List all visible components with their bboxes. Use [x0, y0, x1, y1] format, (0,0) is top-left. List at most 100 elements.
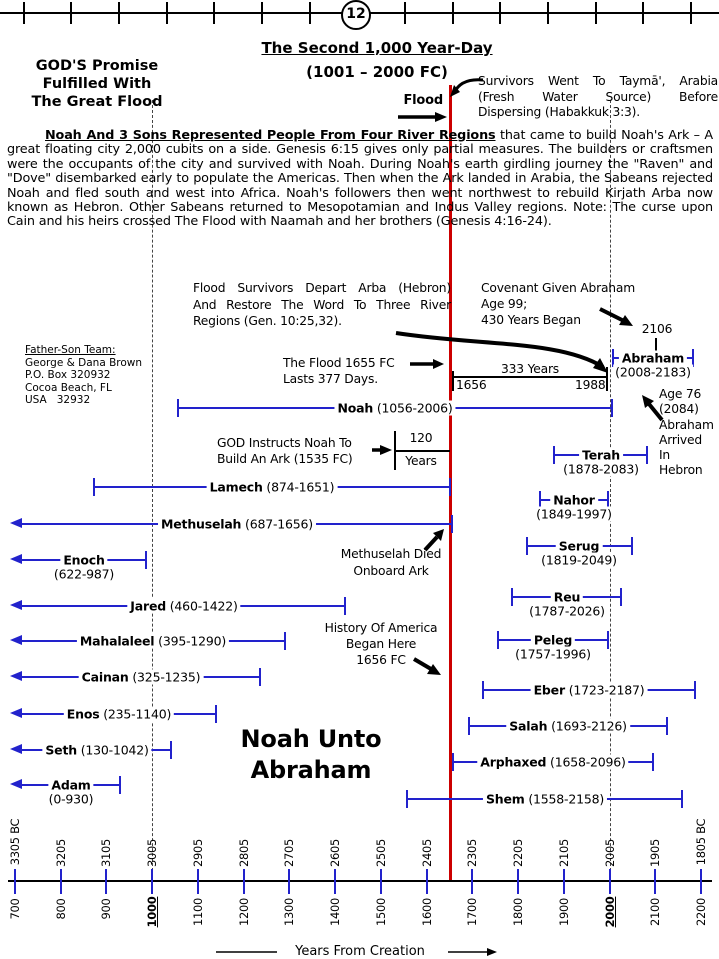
- span-120-line: [394, 450, 450, 452]
- left-title-line: GOD'S Promise: [35, 58, 159, 74]
- year-2106-line-0: 2106: [641, 322, 673, 336]
- bar-left-arrow-enoch: [10, 554, 22, 564]
- axis-bc-label: 2505: [374, 838, 388, 868]
- bar-start-tick-arphaxed: [452, 753, 454, 771]
- bar-end-tick-enoch: [145, 551, 147, 569]
- span-333-line: [452, 376, 608, 378]
- axis-bc-label: 3205: [54, 838, 68, 868]
- day-line-2000fc: [610, 100, 611, 881]
- label-333-years-line-0: 333 Years: [500, 362, 560, 376]
- ruler-tick: [261, 2, 263, 24]
- page-subtitle: (1001 – 2000 FC): [306, 63, 448, 81]
- person-name-jared: Jared: [130, 598, 166, 614]
- bar-left-arrow-cainan: [10, 671, 22, 681]
- axis-tick: [654, 869, 656, 894]
- person-cainan: Cainan (325-1235): [78, 669, 204, 685]
- person-years-terah: (1878-2083): [561, 461, 641, 477]
- bar-end-tick-abraham: [692, 349, 694, 367]
- bar-end-tick-peleg: [607, 631, 609, 649]
- bar-end-tick-mahalaleel: [284, 632, 286, 650]
- label-120-line-0: 120: [409, 431, 433, 445]
- flood-label: Flood: [403, 93, 443, 109]
- person-methuselah: Methuselah (687-1656): [158, 516, 316, 532]
- page-title: The Second 1,000 Year-Day: [261, 39, 493, 57]
- bar-start-tick-terah: [553, 446, 555, 464]
- ruler-tick: [642, 2, 644, 24]
- person-nahor: Nahor: [550, 492, 598, 508]
- person-name-shem: Shem: [485, 791, 525, 807]
- address-line-1: George & Dana Brown: [25, 356, 143, 369]
- axis-bc-label: 1805 BC: [694, 818, 708, 866]
- covenant-note-line-1: Age 99;: [481, 297, 528, 311]
- person-name-methuselah: Methuselah: [161, 516, 242, 532]
- age-76-note-line-1: (2084): [659, 402, 699, 417]
- bar-left-arrow-methuselah: [10, 518, 22, 528]
- label-1988: 1988: [575, 377, 606, 393]
- person-arphaxed: Arphaxed (1658-2096): [477, 754, 629, 770]
- bar-end-tick-methuselah: [451, 515, 453, 533]
- person-enoch: Enoch: [60, 552, 108, 568]
- axis-tick: [288, 869, 290, 894]
- bar-end-tick-salah: [666, 717, 668, 735]
- bar-end-tick-jared: [344, 597, 346, 615]
- axis-tick: [517, 869, 519, 894]
- god-instructs-note-line-0: GOD Instructs Noah To: [217, 436, 352, 450]
- axis-fc-label: 1800: [511, 897, 525, 927]
- person-name-lamech: Lamech: [209, 479, 263, 495]
- left-title: GOD'S Promise Fulfilled With The Great F…: [27, 57, 167, 111]
- axis-fc-label: 1500: [374, 897, 388, 927]
- flood-survivors-note-line-1: And Restore The Word To Three River: [193, 297, 451, 312]
- bar-start-tick-reu: [511, 588, 513, 606]
- bar-start-tick-lamech: [93, 478, 95, 496]
- bar-end-tick-shem: [681, 790, 683, 808]
- history-note-line-2: 1656 FC: [356, 653, 406, 667]
- person-name-terah: Terah: [582, 447, 620, 463]
- axis-bc-label: 3105: [99, 838, 113, 868]
- big-title-line-1: Abraham: [250, 756, 372, 784]
- survivors-depart-arrow: [395, 331, 605, 369]
- age-76-note-line-4: In: [659, 448, 671, 463]
- axis-tick: [197, 869, 199, 894]
- survivors-note-line-0: Survivors Went To Taymā', Arabia: [478, 74, 718, 88]
- year-2106: 2106: [642, 321, 673, 337]
- ruler-tick: [404, 2, 406, 24]
- address-line-4: USA 32932: [25, 394, 91, 407]
- flood-label-line-0: Flood: [403, 93, 443, 108]
- axis-fc-label: 1100: [191, 897, 205, 927]
- span-333-right-tick: [606, 367, 608, 391]
- person-name-mahalaleel: Mahalaleel: [79, 633, 155, 649]
- person-years-adam: (0-930): [46, 791, 96, 807]
- bar-end-tick-adam: [119, 776, 121, 794]
- ruler-tick: [23, 2, 25, 24]
- bar-start-tick-salah: [468, 717, 470, 735]
- axis-fc-label: 2200: [694, 897, 708, 927]
- axis-fc-label: 1200: [237, 897, 251, 927]
- person-years-peleg: (1757-1996): [513, 646, 593, 662]
- bar-end-tick-cainan: [259, 668, 261, 686]
- person-enos: Enos (235-1140): [63, 706, 175, 722]
- axis-tick: [334, 869, 336, 894]
- bar-left-arrow-enos: [10, 708, 22, 718]
- label-120-years-line-0: Years: [405, 454, 437, 468]
- axis-tick: [700, 869, 702, 894]
- intro-body: that came to build Noah's Ark – A great …: [7, 128, 713, 230]
- axis-tick: [243, 869, 245, 894]
- person-name-noah: Noah: [337, 400, 374, 416]
- axis-fc-label: 900: [99, 898, 113, 920]
- axis-bc-label: 2805: [237, 838, 251, 868]
- axis-fc-label: 1600: [420, 897, 434, 927]
- person-noah: Noah (1056-2006): [334, 400, 456, 416]
- bar-end-tick-lamech: [449, 478, 451, 496]
- person-serug: Serug: [555, 538, 603, 554]
- person-peleg: Peleg: [530, 632, 576, 648]
- bar-end-tick-arphaxed: [652, 753, 654, 771]
- axis-fc-label: 2100: [648, 897, 662, 927]
- bar-end-tick-noah: [611, 399, 613, 417]
- axis-fc-label: 700: [8, 898, 22, 920]
- bar-end-tick-enos: [215, 705, 217, 723]
- axis-fc-label: 1300: [282, 897, 296, 927]
- label-120: 120: [410, 430, 433, 446]
- axis-fc-label: 1400: [328, 897, 342, 927]
